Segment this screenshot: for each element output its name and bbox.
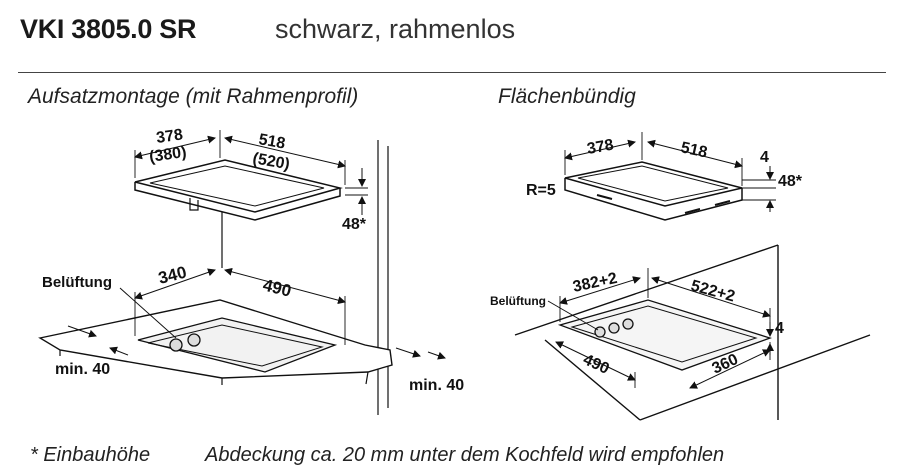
right-vent-hole-1: [594, 326, 606, 338]
left-dim-height: 48*: [342, 216, 367, 233]
left-vent-hole-2: [187, 333, 201, 347]
left-dim-depth-alt: (520): [251, 150, 291, 173]
left-section-title: Aufsatzmontage (mit Rahmenprofil): [28, 85, 359, 108]
left-cutout-depth: 490: [261, 275, 293, 300]
right-radius: R=5: [526, 182, 556, 199]
footnote-height: * Einbauhöhe: [30, 444, 151, 466]
right-drawing: [514, 132, 871, 421]
footnote-cover: Abdeckung ca. 20 mm unter dem Kochfeld w…: [205, 444, 725, 466]
left-clearance-back: min. 40: [409, 377, 464, 394]
left-cutout-width: 340: [156, 263, 188, 288]
right-dim-height: 48*: [778, 173, 803, 190]
right-ventilation-label: Belüftung: [490, 294, 546, 308]
right-countertop: [514, 244, 871, 421]
right-recess-depth: 4: [775, 320, 784, 337]
left-clearance-front: min. 40: [55, 361, 110, 378]
left-dim-width: 378: [155, 126, 184, 147]
right-vent-hole-2: [608, 322, 620, 334]
left-drawing: [38, 130, 446, 415]
right-cutout-depth: 522+2: [689, 277, 737, 305]
left-dim-width-alt: (380): [148, 144, 187, 166]
model-title: VKI 3805.0 SR: [20, 14, 197, 44]
right-section-title: Flächenbündig: [498, 85, 636, 108]
right-dim-width: 378: [586, 137, 615, 158]
model-subtitle: schwarz, rahmenlos: [275, 14, 516, 44]
right-dim-depth: 518: [679, 139, 709, 161]
right-vent-hole-3: [622, 318, 634, 330]
drawing-panel: Aufsatzmontage (mit Rahmenprofil) Fläche…: [18, 72, 886, 465]
right-dim-frame: 4: [760, 149, 769, 166]
left-dim-depth: 518: [257, 131, 286, 152]
left-ventilation-label: Belüftung: [42, 274, 112, 291]
left-vent-hole-1: [169, 338, 183, 352]
